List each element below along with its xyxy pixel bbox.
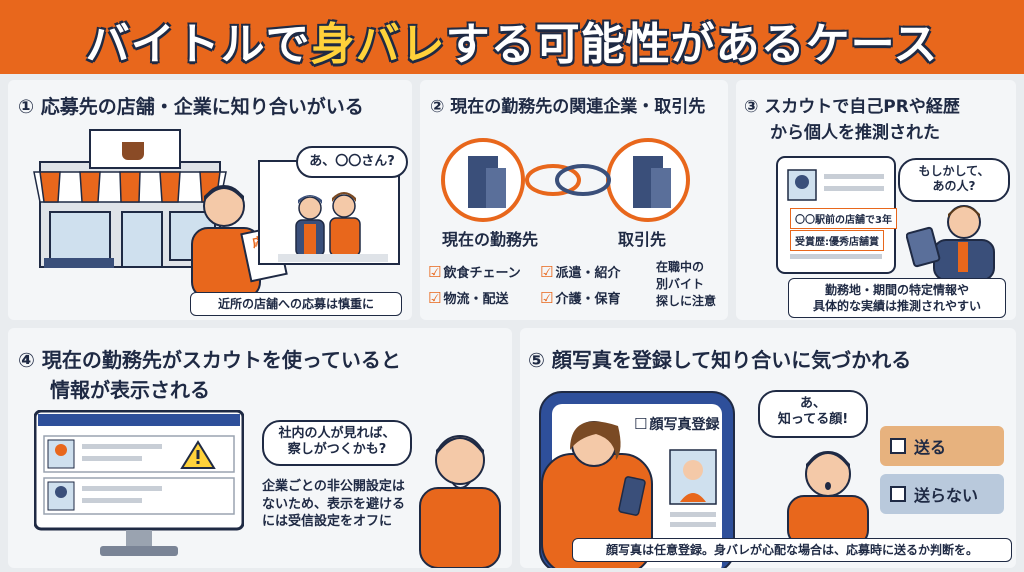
panel-2-note-line-2: 別バイト: [656, 277, 705, 291]
title-prefix: バイトルで: [85, 19, 311, 70]
panel-3-title-line-1: ③ スカウトで自己PRや経歴: [744, 97, 960, 117]
business-partner-label: 取引先: [618, 230, 667, 249]
checkbox-label: 顔写真登録: [649, 417, 720, 433]
checkbox-square-icon: [890, 486, 906, 502]
panel-1-caption: 近所の店舗への応募は慎重に: [190, 292, 402, 317]
profile-line-2: 受賞歴:優秀店舗賞: [790, 230, 884, 251]
panel-5-speech-bubble: あ、 知ってる顔!: [758, 390, 868, 438]
current-employer-label: 現在の勤務先: [442, 230, 539, 249]
nosend-label: 送らない: [914, 486, 979, 505]
check-item-care: ☑介護・保育: [540, 288, 620, 307]
send-photo-button[interactable]: 送る: [880, 426, 1004, 466]
title-highlight: 身バレ: [310, 19, 446, 70]
checkmark-icon: ☑: [540, 263, 554, 281]
panel-4-title-line-2: 情報が表示される: [50, 378, 210, 402]
do-not-send-photo-button[interactable]: 送らない: [880, 474, 1004, 514]
send-label: 送る: [914, 438, 947, 457]
phone-illustration: [539, 391, 735, 568]
panel-5-title: ⑤ 顔写真を登録して知り合いに気づかれる: [528, 348, 912, 372]
check-label: 飲食チェーン: [443, 266, 521, 281]
acquaintance-person: [787, 451, 869, 540]
empty-checkbox-icon: ☐: [634, 415, 648, 433]
panel-4-note: 企業ごとの非公開設定は ないため、表示を避ける には受信設定をオフに: [262, 479, 406, 530]
recruiter-with-tablet: [906, 205, 995, 278]
title-suffix: する可能性があるケース: [445, 19, 939, 70]
page-title: バイトルで身バレする可能性があるケース: [0, 8, 1024, 72]
panel-4-speech-bubble: 社内の人が見れば、 察しがつくかも?: [262, 420, 412, 466]
panel-2-note-line-1: 在職中の: [656, 260, 705, 274]
panel-2-note-line-3: 探しに注意: [656, 294, 717, 308]
title-banner: [0, 0, 1024, 74]
company-link-illustration: [441, 138, 690, 222]
panel-3-caption: 勤務地・期間の特定情報や 具体的な実績は推測されやすい: [788, 278, 1006, 319]
check-label: 物流・配送: [443, 292, 509, 307]
panel-4-title-line-1: ④ 現在の勤務先がスカウトを使っていると: [18, 348, 401, 372]
check-item-restaurant: ☑飲食チェーン: [428, 262, 521, 281]
checkmark-icon: ☑: [540, 289, 554, 307]
monitor-illustration: [34, 410, 244, 556]
panel-2-title: ② 現在の勤務先の関連企業・取引先: [430, 97, 706, 117]
storefront-illustration: [33, 129, 227, 268]
checkmark-icon: ☑: [428, 289, 442, 307]
check-item-staffing: ☑派遣・紹介: [540, 262, 620, 281]
checkmark-icon: ☑: [428, 263, 442, 281]
profile-line-1: 〇〇駅前の店舗で3年: [790, 208, 897, 229]
check-label: 派遣・紹介: [555, 266, 621, 281]
panel-1-speech-bubble: あ、〇〇さん?: [296, 146, 408, 178]
checkbox-square-icon: [890, 438, 906, 454]
check-item-logistics: ☑物流・配送: [428, 288, 508, 307]
panel-3-title-line-2: から個人を推測された: [770, 123, 940, 143]
store-window-scene: [258, 160, 400, 265]
panel-5-caption: 顔写真は任意登録。身バレが心配な場合は、応募時に送るか判断を。: [572, 538, 1012, 563]
face-photo-checkbox[interactable]: ☐顔写真登録: [634, 414, 719, 434]
panel-1-title: ① 応募先の店舗・企業に知り合いがいる: [18, 96, 364, 118]
panel-3-speech-bubble: もしかして、 あの人?: [898, 158, 1010, 202]
thinking-employee: [419, 435, 501, 568]
check-label: 介護・保育: [555, 292, 621, 307]
